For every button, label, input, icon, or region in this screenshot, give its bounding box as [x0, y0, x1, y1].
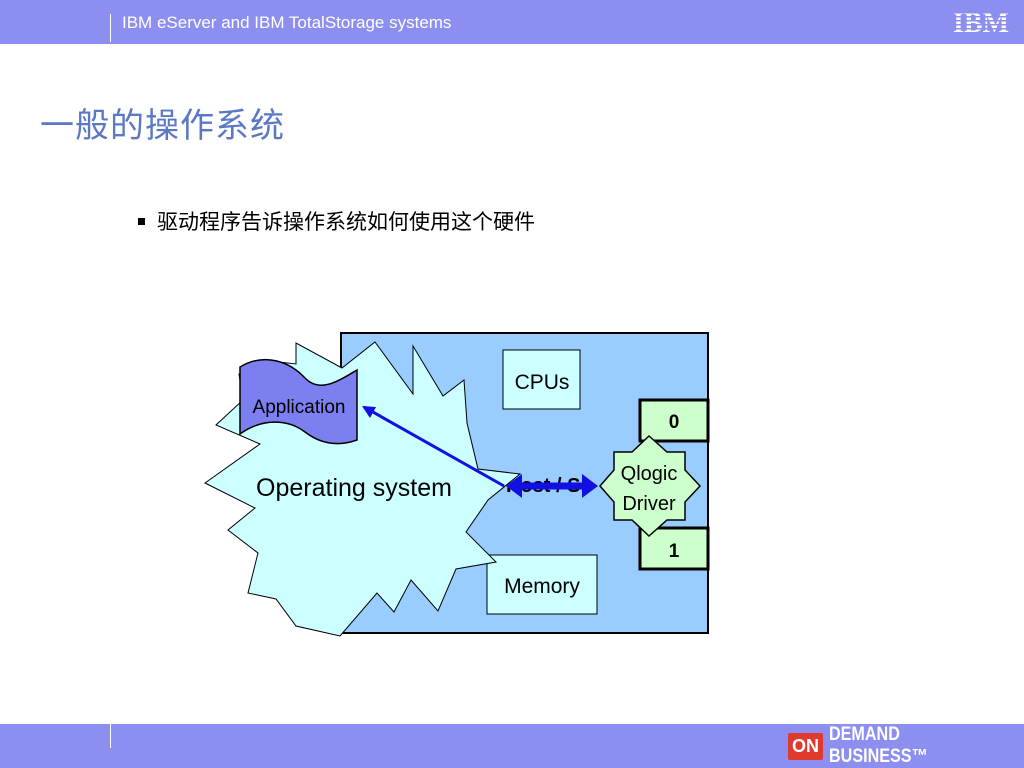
slide-title: 一般的操作系统: [40, 106, 285, 146]
port-0-box: [638, 398, 710, 443]
double-arrow-right-head-icon: [582, 474, 598, 498]
operating-system-label: Operating system: [256, 474, 452, 502]
bullet-item: 驱动程序告诉操作系统如何使用这个硬件: [138, 206, 535, 236]
on-badge: ON: [788, 732, 823, 760]
memory-box: [486, 554, 598, 615]
application-to-host-arrow: [363, 405, 505, 488]
qlogic-driver-label-line1: Qlogic: [621, 463, 678, 485]
cpus-box: [502, 349, 581, 410]
application-label: Application: [253, 397, 346, 418]
ibm-logo: IBM: [946, 6, 1016, 38]
application-banner: [239, 358, 358, 445]
brand-text: DEMAND BUSINESS™: [829, 724, 928, 767]
application-arrowhead-icon: [362, 406, 376, 418]
on-demand-business-logo: ON DEMAND BUSINESS™: [788, 724, 1024, 767]
header-bar: IBM eServer and IBM TotalStorage systems…: [0, 0, 1024, 44]
footer-bar: [0, 724, 1024, 768]
header-divider: [110, 14, 111, 42]
header-title: IBM eServer and IBM TotalStorage systems: [122, 13, 452, 32]
port-0-label: 0: [669, 412, 680, 433]
double-arrow-left-head-icon: [506, 474, 522, 498]
qlogic-driver-shape: [599, 434, 702, 538]
memory-label: Memory: [504, 575, 580, 598]
cpus-label: CPUs: [515, 371, 570, 394]
footer-divider: [110, 724, 111, 748]
qlogic-driver-label-line2: Driver: [622, 493, 676, 515]
bullet-square-icon: [138, 217, 145, 225]
bullet-text: 驱动程序告诉操作系统如何使用这个硬件: [157, 210, 535, 234]
port-1-label: 1: [669, 541, 680, 562]
